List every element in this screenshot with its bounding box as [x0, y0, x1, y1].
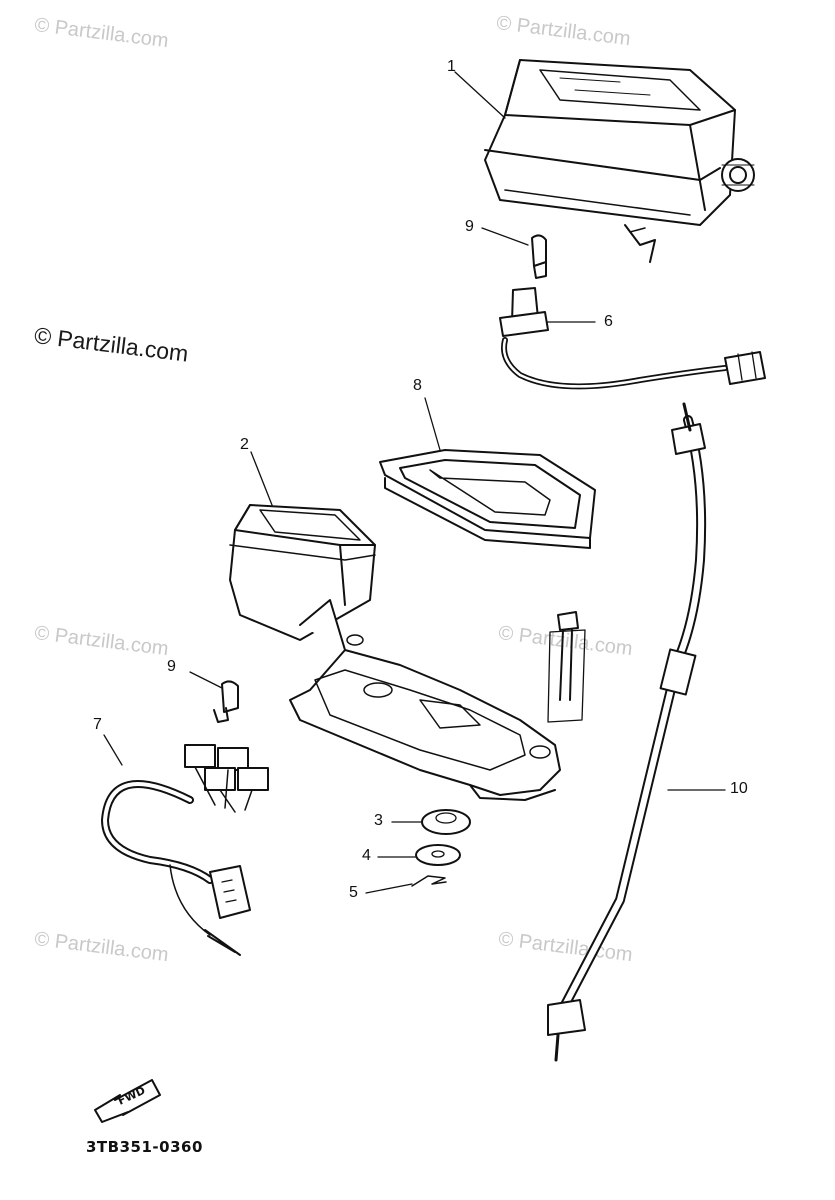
bulb-part-9-lower	[213, 680, 239, 723]
grommet-part-3	[421, 809, 471, 835]
callout-2: 2	[240, 436, 249, 453]
callout-5: 5	[349, 884, 358, 901]
callout-7: 7	[93, 716, 102, 733]
bolt	[547, 611, 586, 723]
callout-8: 8	[413, 377, 422, 394]
speedometer-cable-part-10	[547, 402, 707, 1062]
fwd-arrow-icon	[94, 1079, 161, 1123]
meter-housing-part-1	[484, 59, 755, 263]
wire-harness-part-7	[101, 744, 269, 956]
callout-1: 1	[447, 58, 456, 75]
diagram-code: 3TB351-0360	[86, 1138, 203, 1156]
gasket-part-8	[379, 449, 596, 549]
callout-9-upper: 9	[465, 218, 474, 235]
callout-6: 6	[604, 313, 613, 330]
clip-part-5	[411, 875, 447, 887]
speedometer-bracket-part-2	[229, 504, 561, 801]
callout-10: 10	[730, 780, 748, 797]
callout-4: 4	[362, 847, 371, 864]
washer-part-4	[415, 844, 461, 866]
callout-3: 3	[374, 812, 383, 829]
socket-wire-part-6	[499, 287, 766, 390]
bulb-part-9-upper	[531, 234, 547, 279]
callout-9-lower: 9	[167, 658, 176, 675]
